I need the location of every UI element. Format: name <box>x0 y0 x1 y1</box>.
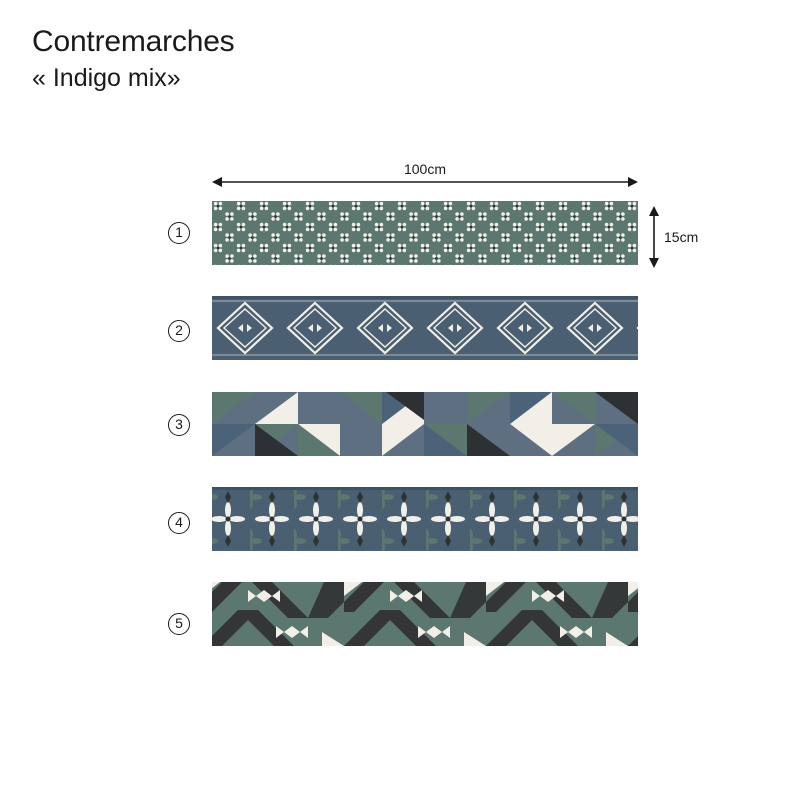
height-label: 15cm <box>664 229 699 245</box>
riser-pattern-3 <box>212 392 638 456</box>
page-subtitle: « Indigo mix» <box>32 64 181 92</box>
riser-pattern-2 <box>212 296 638 360</box>
riser-number-3: 3 <box>168 414 190 436</box>
width-label: 100cm <box>403 161 447 177</box>
height-dimension: 15cm <box>646 204 716 270</box>
page-title: Contremarches <box>32 25 235 58</box>
riser-number-1: 1 <box>168 222 190 244</box>
riser-number-2: 2 <box>168 320 190 342</box>
height-arrow-icon <box>649 206 659 268</box>
riser-pattern-5 <box>212 582 638 646</box>
riser-number-4: 4 <box>168 512 190 534</box>
width-dimension: 100cm <box>210 160 640 190</box>
riser-number-5: 5 <box>168 613 190 635</box>
width-arrow-icon <box>212 177 638 187</box>
riser-pattern-4 <box>212 487 638 551</box>
riser-pattern-1 <box>212 201 638 265</box>
